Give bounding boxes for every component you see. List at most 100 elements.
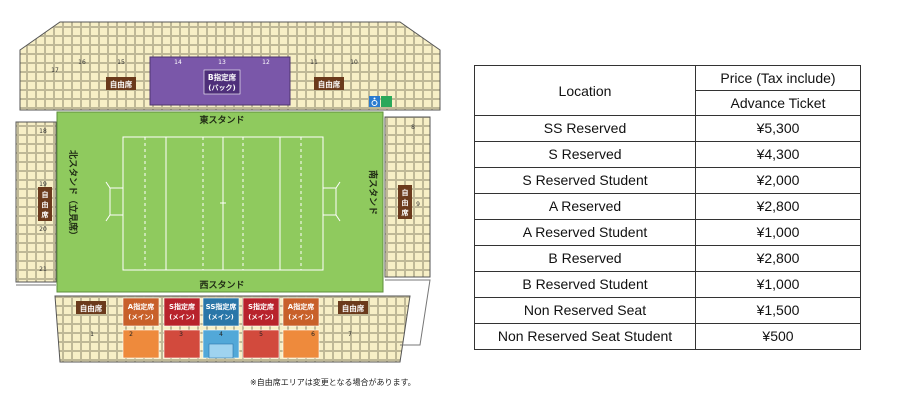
main-lower-block[interactable] — [163, 329, 201, 359]
vertical-free-seat-text: 自由席 — [402, 188, 409, 217]
main-lower-block[interactable] — [242, 329, 280, 359]
row-location: B Reserved — [474, 245, 696, 272]
row-price: ¥1,500 — [695, 297, 861, 324]
south-stand-label: 南スタンド — [367, 170, 379, 215]
back-block-number: 10 — [350, 59, 358, 66]
svg-text:自由席: 自由席 — [80, 303, 103, 313]
main-block-label: S指定席 — [248, 302, 274, 311]
svg-text:由: 由 — [42, 200, 49, 209]
back-block-number: 14 — [174, 59, 182, 66]
row-price: ¥2,800 — [695, 193, 861, 220]
row-price: ¥2,800 — [695, 245, 861, 272]
free-seat-label-main-right: 自由席 — [338, 301, 368, 314]
row-price: ¥500 — [695, 323, 861, 350]
back-block-number: 13 — [218, 59, 226, 66]
svg-text:B指定席: B指定席 — [208, 72, 237, 82]
main-reserved-block[interactable]: SS指定席 (メイン) — [202, 297, 240, 327]
header-price: Price (Tax include) — [695, 65, 861, 91]
back-block-number: 12 — [262, 59, 270, 66]
svg-text:自: 自 — [402, 188, 409, 197]
main-block-number: 4 — [219, 331, 223, 338]
north-stand-label: 北スタンド（立見席） — [67, 150, 79, 240]
svg-text:自由席: 自由席 — [110, 79, 133, 89]
price-row: B Reserved¥2,800 — [474, 245, 861, 272]
svg-text:席: 席 — [42, 210, 49, 219]
free-seat-note: ※自由席エリアは変更となる場合があります。 — [250, 378, 416, 387]
price-row: A Reserved¥2,800 — [474, 193, 861, 220]
row-location: S Reserved Student — [474, 167, 696, 194]
free-seat-label-back-right: 自由席 — [314, 77, 344, 90]
row-price: ¥2,000 — [695, 167, 861, 194]
price-table: Location Price (Tax include) Advance Tic… — [474, 65, 861, 350]
main-lower-block[interactable] — [122, 329, 160, 359]
svg-text:(バック): (バック) — [208, 83, 235, 92]
row-location: SS Reserved — [474, 115, 696, 142]
main-block-sublabel: (メイン) — [288, 313, 313, 321]
price-row: A Reserved Student¥1,000 — [474, 219, 861, 246]
field-markings — [105, 136, 341, 271]
wheelchair-icon — [369, 96, 392, 107]
row-location: Non Reserved Seat Student — [474, 323, 696, 350]
header-advance-ticket: Advance Ticket — [695, 90, 861, 116]
north-block-number: 20 — [39, 226, 47, 233]
pitch — [56, 111, 384, 293]
price-row: Non Reserved Seat Student¥500 — [474, 323, 861, 350]
main-block-number: 7 — [348, 331, 352, 338]
main-block-sublabel: (メイン) — [248, 313, 273, 321]
main-block-label: SS指定席 — [206, 302, 237, 311]
free-seat-label-back-left: 自由席 — [106, 77, 136, 90]
back-block-number: 15 — [117, 59, 125, 66]
main-lower-block[interactable] — [282, 329, 320, 359]
ss-lower-stripe — [208, 343, 234, 359]
main-reserved-block[interactable]: S指定席 (メイン) — [242, 297, 280, 327]
price-row: S Reserved Student¥2,000 — [474, 167, 861, 194]
svg-text:席: 席 — [402, 208, 409, 217]
main-block-number: 2 — [129, 331, 133, 338]
price-row: S Reserved¥4,300 — [474, 141, 861, 168]
main-reserved-block[interactable]: A指定席 (メイン) — [122, 297, 160, 327]
main-block-sublabel: (メイン) — [208, 313, 233, 321]
price-row: Non Reserved Seat¥1,500 — [474, 297, 861, 324]
main-block-sublabel: (メイン) — [169, 313, 194, 321]
price-row: SS Reserved¥5,300 — [474, 115, 861, 142]
row-location: Non Reserved Seat — [474, 297, 696, 324]
row-price: ¥1,000 — [695, 219, 861, 246]
north-block-number: 21 — [39, 266, 47, 273]
west-stand-label: 西スタンド — [199, 279, 244, 291]
main-reserved-block[interactable]: S指定席 (メイン) — [163, 297, 201, 327]
svg-text:自由席: 自由席 — [342, 303, 365, 313]
main-block-number: 1 — [90, 331, 94, 338]
free-seat-label-south — [398, 185, 412, 219]
main-block-numbers: 1 2 3 4 5 6 7 — [90, 331, 352, 338]
row-location: B Reserved Student — [474, 271, 696, 298]
main-block-number: 5 — [259, 331, 263, 338]
main-block-label: A指定席 — [128, 302, 154, 311]
svg-text:自: 自 — [42, 190, 49, 199]
vertical-free-seat-text: 自由席 — [42, 190, 49, 219]
corner-block-number: 17 — [51, 67, 59, 74]
header-location: Location — [474, 65, 696, 116]
free-seat-label-north — [38, 187, 52, 221]
corner-block-number: 8 — [411, 124, 415, 131]
free-seat-label-main-left: 自由席 — [76, 301, 106, 314]
row-price: ¥5,300 — [695, 115, 861, 142]
main-block-number: 3 — [179, 331, 183, 338]
svg-text:由: 由 — [402, 198, 409, 207]
main-block-sublabel: (メイン) — [128, 313, 153, 321]
row-price: ¥1,000 — [695, 271, 861, 298]
main-block-number: 6 — [311, 331, 315, 338]
row-location: A Reserved Student — [474, 219, 696, 246]
row-price: ¥4,300 — [695, 141, 861, 168]
row-location: A Reserved — [474, 193, 696, 220]
main-reserved-block[interactable]: A指定席 (メイン) — [282, 297, 320, 327]
main-block-label: S指定席 — [169, 302, 195, 311]
main-block-label: A指定席 — [288, 302, 314, 311]
svg-text:自由席: 自由席 — [318, 79, 341, 89]
row-location: S Reserved — [474, 141, 696, 168]
back-block-number: 11 — [310, 59, 318, 66]
east-stand-label: 東スタンド — [199, 114, 244, 126]
